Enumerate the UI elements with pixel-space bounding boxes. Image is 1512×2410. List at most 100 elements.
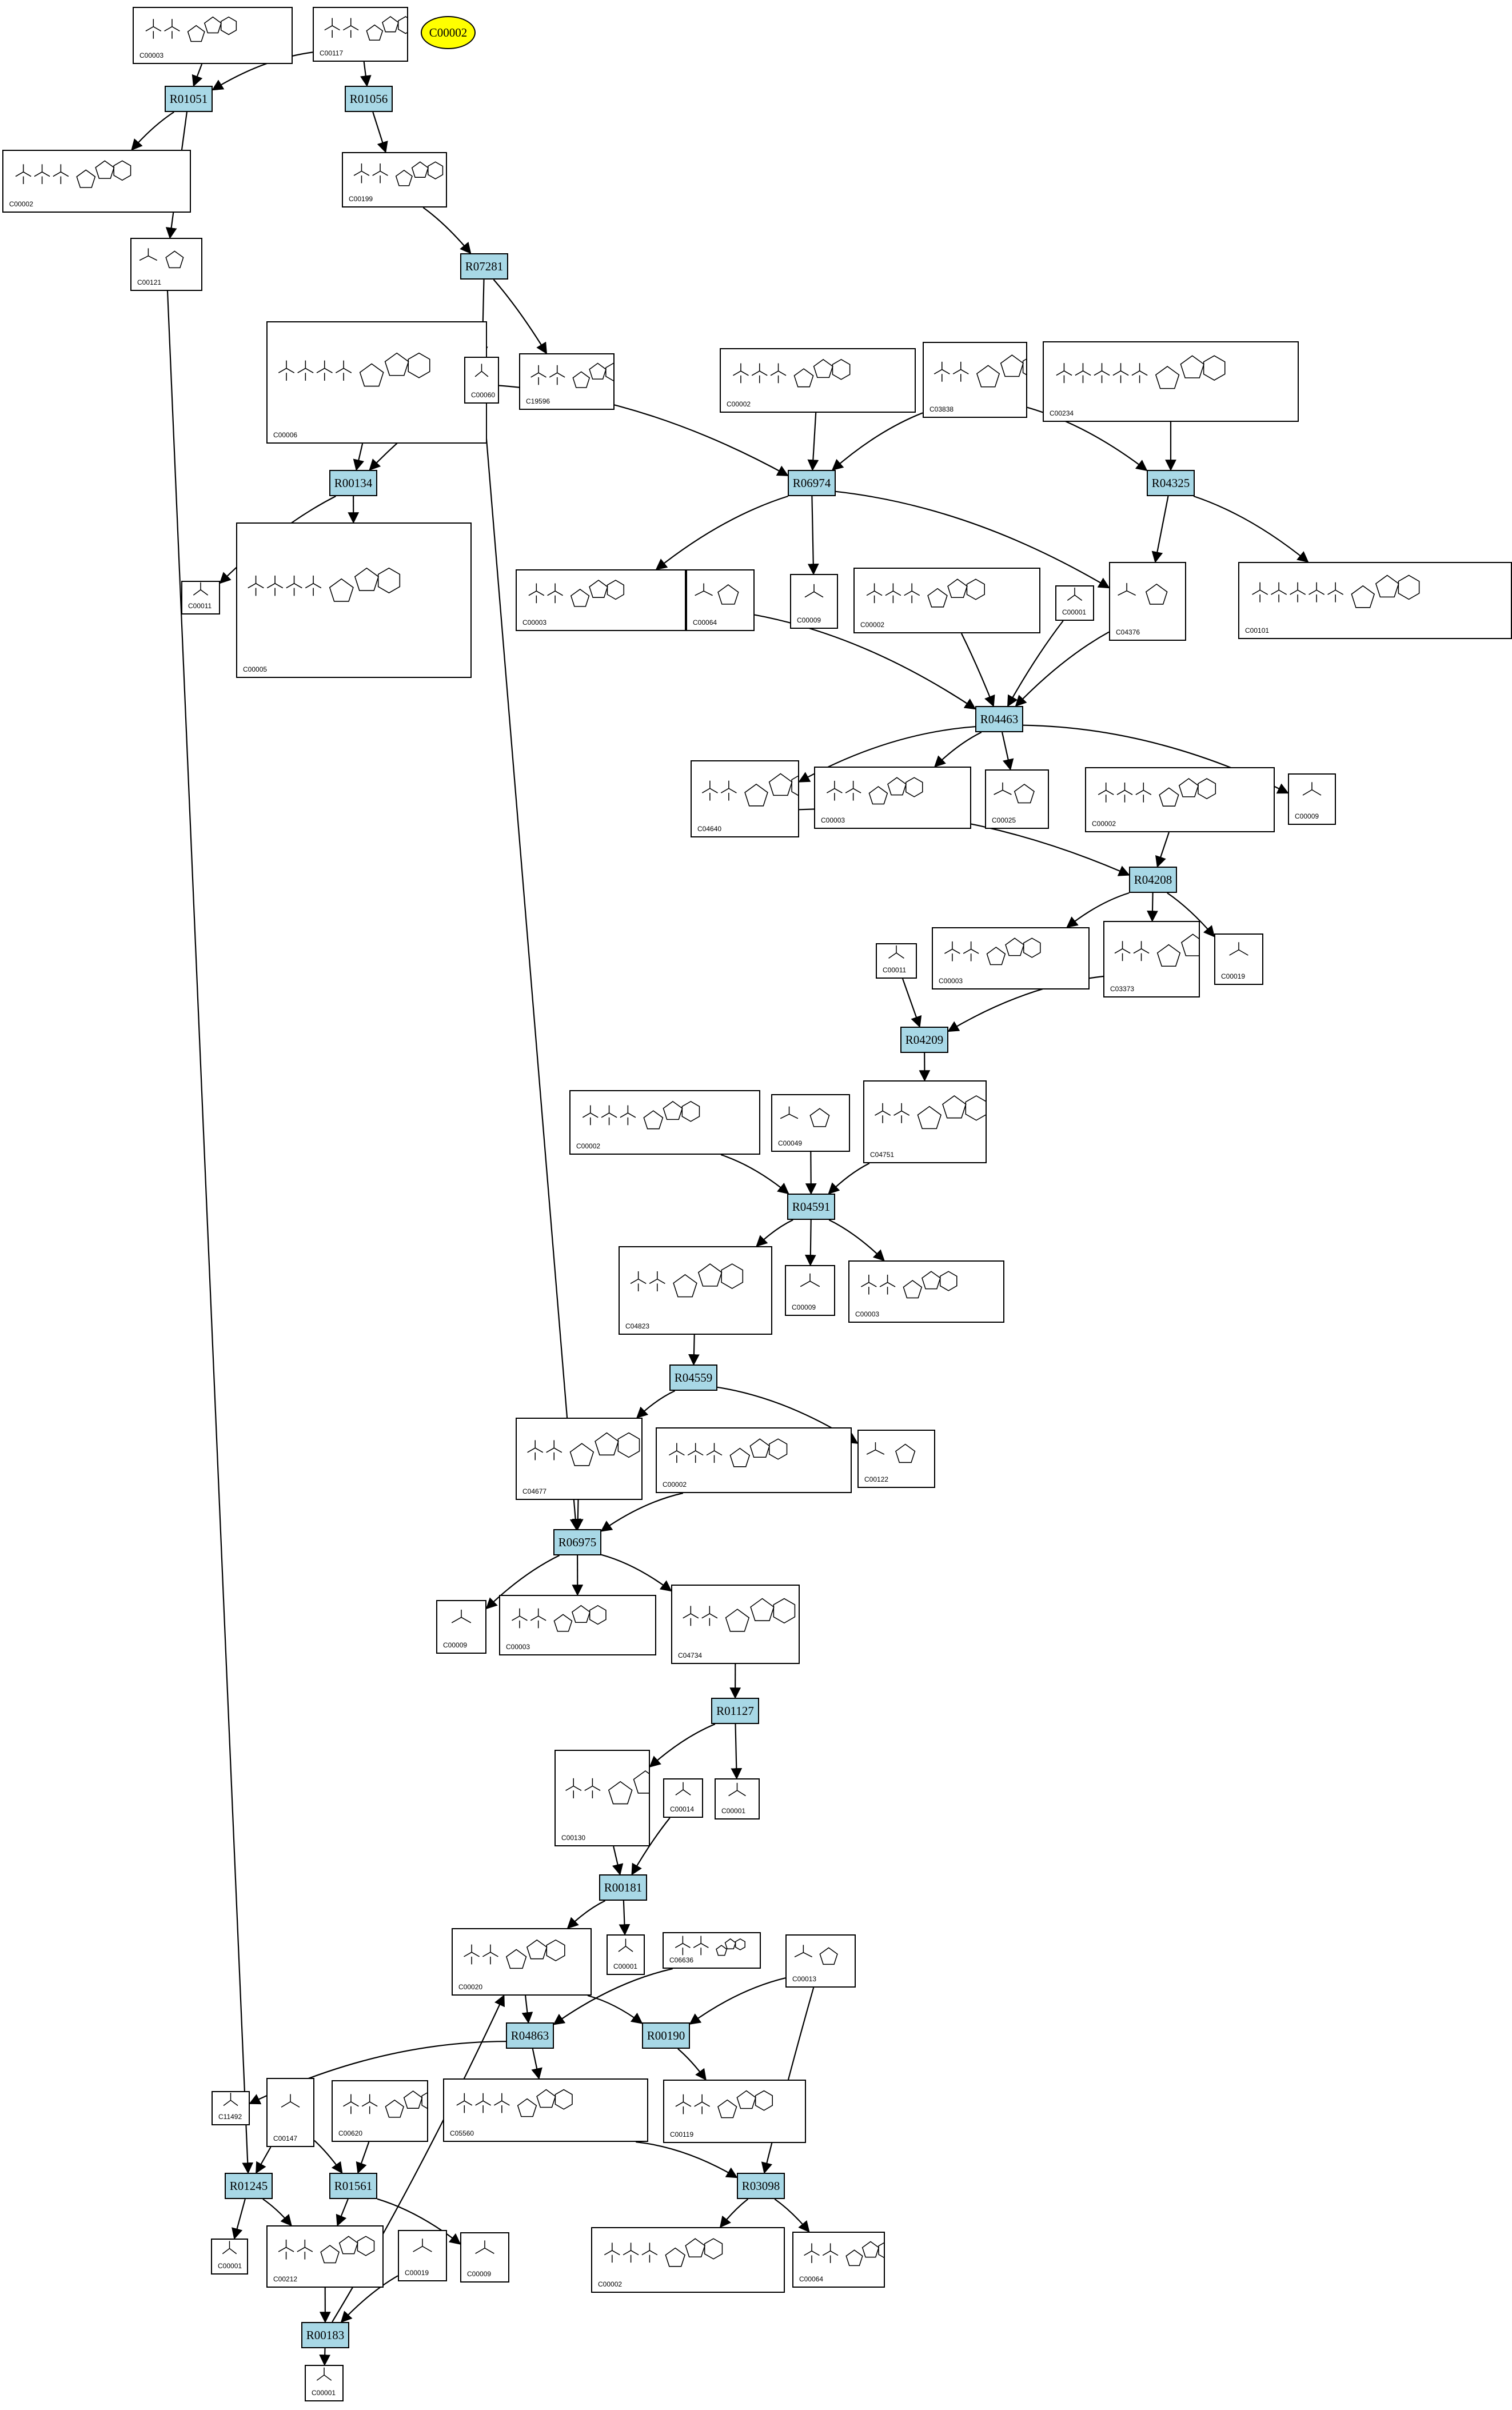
compound-node[interactable]: C00064: [792, 2232, 885, 2288]
structure-image: [728, 1782, 746, 1797]
reaction-node[interactable]: R01561: [329, 2173, 377, 2199]
compound-node[interactable]: C00002: [853, 568, 1040, 633]
reaction-node[interactable]: R06974: [788, 470, 836, 496]
compound-node[interactable]: C00003: [516, 569, 686, 631]
compound-node[interactable]: C00011: [181, 581, 220, 615]
compound-node[interactable]: C00001: [715, 1778, 760, 1820]
compound-node[interactable]: C00005: [236, 522, 472, 678]
compound-node[interactable]: C05560: [443, 2078, 648, 2142]
edge-R03098-C00002g: [719, 2198, 749, 2228]
reaction-node[interactable]: R04208: [1129, 867, 1177, 893]
compound-id-label: C00003: [139, 51, 164, 59]
compound-node[interactable]: C00620: [332, 2080, 428, 2142]
structure-image: [1302, 782, 1322, 796]
compound-node[interactable]: C00212: [266, 2225, 384, 2288]
compound-node[interactable]: C04640: [691, 760, 799, 837]
compound-node[interactable]: C00002: [2, 150, 191, 213]
reaction-node[interactable]: R00190: [642, 2022, 690, 2049]
compound-node[interactable]: C00002: [1085, 767, 1275, 832]
compound-node[interactable]: C00006: [266, 321, 487, 444]
compound-node[interactable]: C03838: [923, 342, 1027, 418]
compound-id-label: C03838: [929, 405, 954, 413]
compound-node[interactable]: C00117: [313, 7, 408, 62]
compound-node[interactable]: C00002: [656, 1427, 852, 1493]
compound-node[interactable]: C00003: [932, 927, 1090, 989]
compound-node[interactable]: C00009: [436, 1600, 486, 1654]
structure-image: [604, 2238, 723, 2267]
compound-node[interactable]: C00130: [554, 1750, 650, 1846]
compound-node[interactable]: C00009: [1288, 773, 1336, 825]
edge-C04751-R04591: [828, 1163, 870, 1195]
compound-node[interactable]: C00049: [771, 1094, 850, 1152]
compound-node[interactable]: C00009: [790, 574, 838, 629]
compound-node[interactable]: C00002: [569, 1090, 760, 1155]
compound-node[interactable]: C04734: [671, 1585, 800, 1664]
compound-node[interactable]: C00009: [460, 2232, 509, 2283]
compound-node[interactable]: C00147: [266, 2078, 314, 2147]
edge-R06974-C00003b: [655, 495, 788, 570]
compound-node[interactable]: C00002: [720, 348, 916, 413]
compound-node[interactable]: C00013: [785, 1934, 856, 1988]
compound-node[interactable]: C00199: [342, 152, 447, 208]
edge-C00620-R01561: [356, 2141, 370, 2174]
compound-node[interactable]: C00001: [1055, 585, 1094, 621]
edge-R06975-C04734: [601, 1554, 672, 1592]
compound-node[interactable]: C00001: [305, 2365, 344, 2401]
compound-node[interactable]: C19596: [519, 353, 615, 410]
structure-image: [145, 16, 237, 42]
compound-node[interactable]: C00002: [591, 2227, 785, 2293]
structure-image: [827, 777, 923, 805]
compound-node[interactable]: C00003: [814, 767, 971, 829]
compound-node[interactable]: C00234: [1043, 341, 1299, 422]
compound-node[interactable]: C00101: [1238, 562, 1512, 639]
compound-node[interactable]: C00014: [663, 1778, 703, 1818]
reaction-node[interactable]: R00181: [599, 1874, 647, 1901]
compound-node[interactable]: C00001: [607, 1934, 645, 1975]
reaction-node[interactable]: R01245: [225, 2173, 273, 2199]
compound-node[interactable]: C00019: [1214, 933, 1263, 985]
compound-node[interactable]: C00001: [211, 2239, 248, 2275]
reaction-node[interactable]: R00134: [329, 470, 377, 496]
structure-image: [804, 2241, 884, 2267]
reaction-node[interactable]: R01127: [711, 1698, 759, 1724]
compound-node[interactable]: C04823: [619, 1246, 772, 1335]
compound-node[interactable]: C00119: [663, 2080, 806, 2143]
compound-node[interactable]: C00019: [398, 2230, 447, 2281]
compound-node[interactable]: C00020: [452, 1928, 592, 1996]
compound-node[interactable]: C00121: [130, 238, 202, 291]
reaction-node[interactable]: R00183: [301, 2322, 349, 2348]
reaction-node[interactable]: R04325: [1147, 470, 1195, 496]
reaction-node[interactable]: R01051: [165, 86, 213, 112]
reaction-node[interactable]: R06975: [553, 1529, 601, 1555]
reaction-node[interactable]: R03098: [737, 2173, 785, 2199]
structure-image: [1252, 574, 1420, 608]
compound-node[interactable]: C00011: [876, 943, 917, 979]
compound-node[interactable]: C06636: [663, 1932, 761, 1969]
reaction-node[interactable]: R04863: [506, 2022, 554, 2049]
reaction-node[interactable]: R04463: [975, 706, 1023, 732]
compound-node[interactable]: C03373: [1103, 921, 1200, 997]
compound-node[interactable]: C00009: [785, 1265, 835, 1316]
compound-node[interactable]: C04677: [516, 1418, 643, 1500]
structure-image: [875, 1095, 986, 1130]
compound-node[interactable]: C00003: [499, 1595, 656, 1655]
reaction-node[interactable]: R04559: [669, 1364, 717, 1391]
reaction-node[interactable]: R04209: [900, 1027, 948, 1053]
reaction-node[interactable]: R01056: [345, 86, 393, 112]
edge-C00147-R01561: [314, 2140, 343, 2174]
compound-node[interactable]: C00003: [848, 1260, 1004, 1323]
compound-id-label: C00009: [443, 1641, 468, 1649]
compound-node[interactable]: C00060: [464, 357, 499, 404]
reaction-node[interactable]: R07281: [460, 253, 508, 280]
compound-node[interactable]: C00064: [686, 569, 755, 631]
compound-node[interactable]: C00122: [857, 1430, 935, 1488]
compound-node[interactable]: C00003: [133, 7, 293, 64]
highlighted-compound[interactable]: C00002: [421, 16, 476, 49]
edge-C00121-R01245: [166, 290, 254, 2174]
compound-node[interactable]: C00025: [985, 769, 1049, 829]
compound-node[interactable]: C04376: [1109, 562, 1186, 641]
compound-node[interactable]: C04751: [863, 1080, 987, 1163]
compound-node[interactable]: C11492: [212, 2091, 250, 2125]
reaction-node[interactable]: R04591: [787, 1194, 835, 1220]
compound-id-label: C00121: [137, 278, 162, 286]
